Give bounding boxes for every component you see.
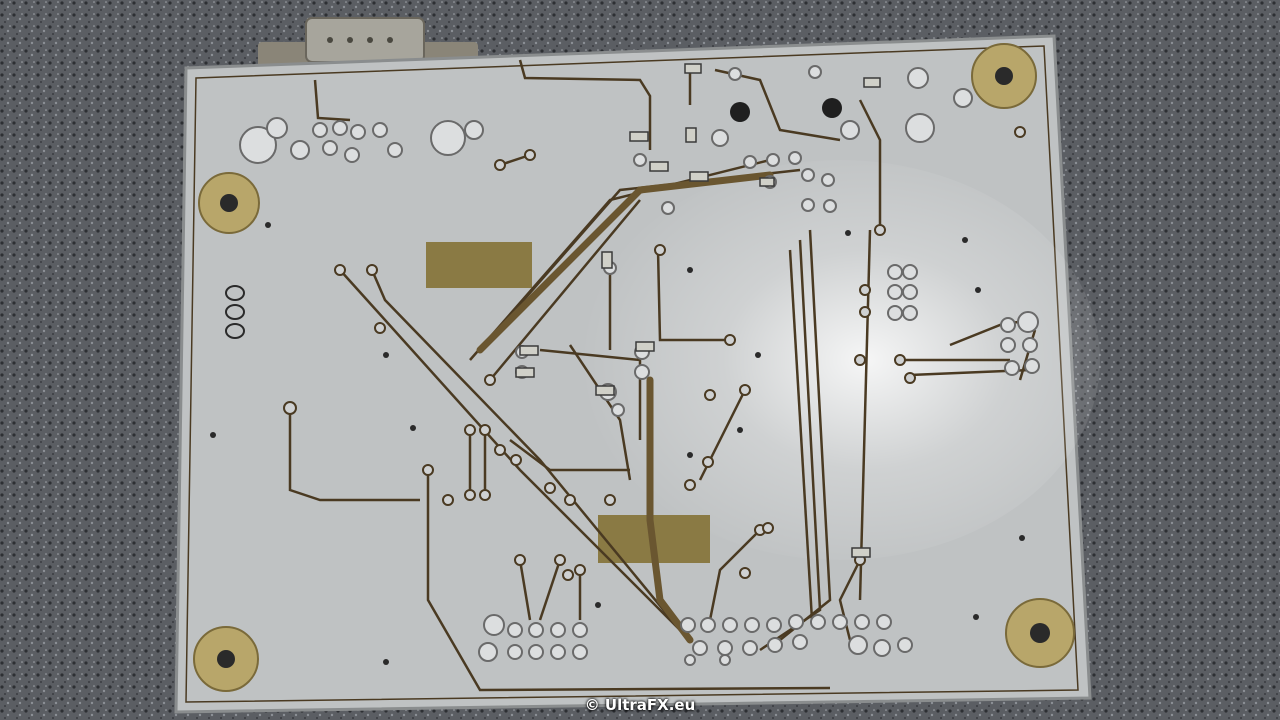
smd-components [515,63,881,558]
watermark-text: © UltraFX.eu [584,696,696,714]
trace-bus [476,171,774,644]
solder-joints [239,65,1040,666]
black-components [730,98,842,122]
pin-header-left [225,285,245,339]
vias [283,126,1026,581]
drill-holes [210,222,1025,665]
